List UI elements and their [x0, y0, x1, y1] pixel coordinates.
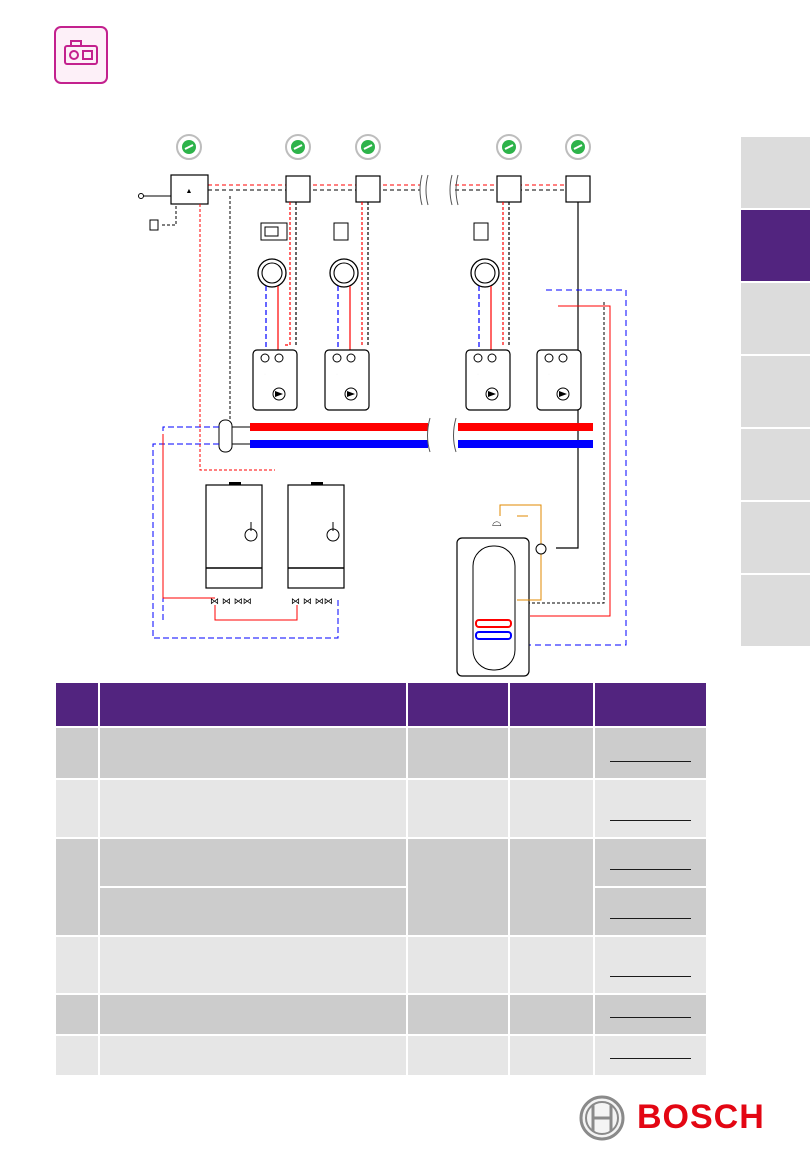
boiler-2	[287, 482, 345, 589]
section-tab-1[interactable]	[741, 137, 810, 208]
row-key	[56, 839, 98, 935]
col-header-4	[510, 683, 593, 726]
col-header-3	[408, 683, 508, 726]
section-tab-3[interactable]	[741, 283, 810, 354]
row-key	[56, 995, 98, 1034]
hydraulic-schematic: ▲	[138, 134, 627, 677]
entry-field[interactable]	[595, 1036, 706, 1075]
entry-field[interactable]	[595, 888, 706, 935]
spec-table	[54, 681, 708, 1077]
row-value	[510, 839, 593, 935]
svg-text:⌓: ⌓	[492, 515, 502, 529]
row-key	[56, 728, 98, 778]
brand-wordmark: BOSCH	[637, 1098, 765, 1136]
row-value	[510, 728, 593, 778]
row-value	[510, 1036, 593, 1075]
row-value	[408, 839, 508, 935]
row-description	[100, 728, 406, 778]
boiler-appliance-icon	[54, 26, 108, 84]
entry-field[interactable]	[595, 780, 706, 837]
row-value	[510, 937, 593, 993]
entry-field[interactable]	[595, 728, 706, 778]
row-key	[56, 937, 98, 993]
row-value	[510, 780, 593, 837]
row-key	[56, 1036, 98, 1075]
col-header-key	[56, 683, 98, 726]
row-description	[100, 888, 406, 935]
bosch-armature-logo	[579, 1095, 625, 1141]
section-tab-4[interactable]	[741, 356, 810, 427]
entry-field[interactable]	[595, 995, 706, 1034]
row-description	[100, 839, 406, 886]
row-value	[408, 995, 508, 1034]
svg-text:⋈ ⋈ ⋈⋈: ⋈ ⋈ ⋈⋈	[291, 597, 333, 607]
row-description	[100, 1036, 406, 1075]
row-description	[100, 780, 406, 837]
svg-text:▲: ▲	[186, 188, 193, 195]
boiler-1	[205, 482, 263, 589]
outdoor-sensor-icons	[176, 134, 591, 160]
wall-controller-module: ▲	[170, 174, 209, 205]
section-tab-7[interactable]	[741, 575, 810, 646]
row-value	[408, 728, 508, 778]
entry-field[interactable]	[595, 937, 706, 993]
row-value	[408, 1036, 508, 1075]
col-header-description	[100, 683, 406, 726]
section-tab-6[interactable]	[741, 502, 810, 573]
entry-field[interactable]	[595, 839, 706, 886]
row-value	[408, 780, 508, 837]
col-header-5	[595, 683, 706, 726]
svg-text:⋈ ⋈ ⋈⋈: ⋈ ⋈ ⋈⋈	[210, 597, 252, 607]
section-tabs	[741, 137, 810, 648]
row-description	[100, 937, 406, 993]
row-value	[408, 937, 508, 993]
row-key	[56, 780, 98, 837]
dhw-cylinder	[456, 537, 530, 677]
row-description	[100, 995, 406, 1034]
section-tab-5[interactable]	[741, 429, 810, 500]
row-value	[510, 995, 593, 1034]
section-tab-2-active[interactable]	[741, 210, 810, 281]
